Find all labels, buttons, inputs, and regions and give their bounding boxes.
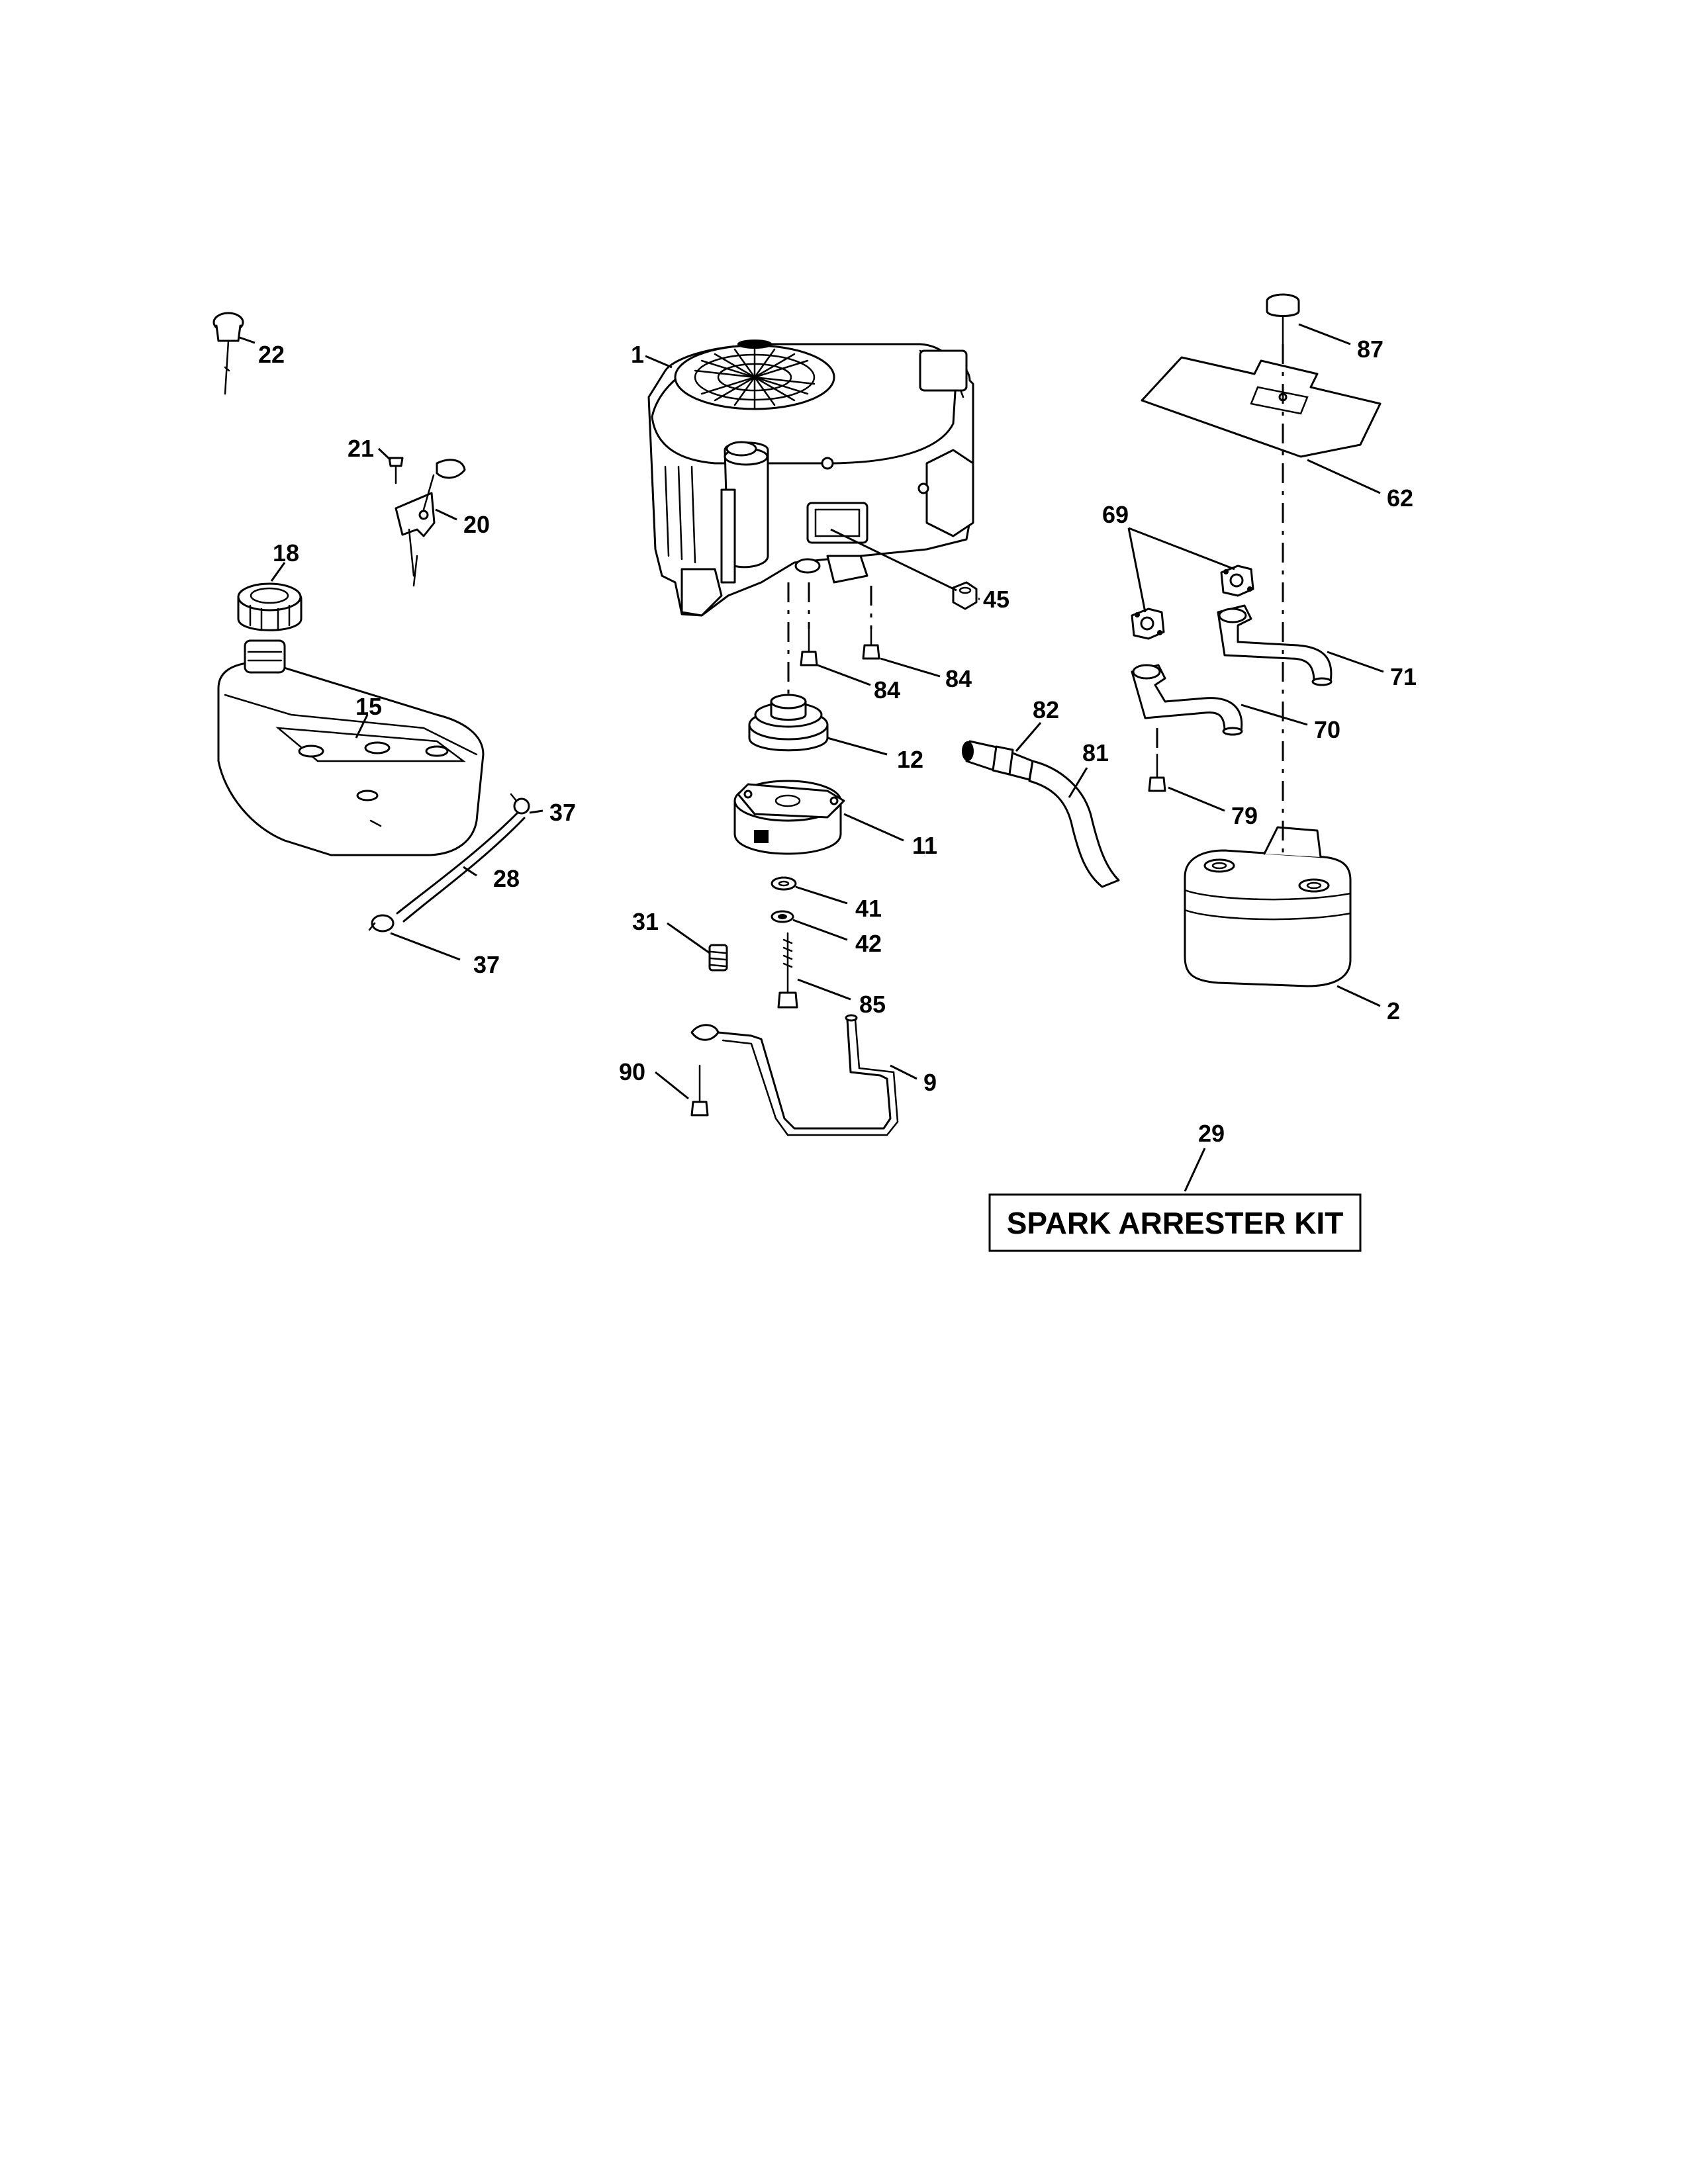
hose-clamp-37-bottom-part [368, 914, 395, 933]
callout-84-left: 84 [874, 676, 900, 704]
callout-69: 69 [1102, 501, 1129, 528]
callout-28: 28 [493, 865, 520, 892]
exhaust-pipe-70-part [1131, 664, 1243, 736]
washer-42-part [771, 910, 794, 923]
bolt-90-part [690, 1064, 709, 1116]
pulley-part [748, 694, 829, 752]
fitting-part [962, 740, 1034, 781]
callout-11: 11 [912, 832, 937, 859]
callout-labels: 22 1 21 20 18 15 37 28 37 45 84 84 12 11… [258, 336, 1417, 1147]
callout-71: 71 [1390, 663, 1417, 690]
bolt-84-left-part [800, 627, 818, 666]
callout-21: 21 [348, 435, 374, 462]
callout-90: 90 [619, 1058, 645, 1085]
heat-shield-part [1141, 356, 1382, 458]
callout-37-bottom: 37 [473, 951, 500, 978]
fuel-line-part [396, 811, 526, 923]
assembly-centerlines [787, 344, 1284, 854]
callout-70: 70 [1314, 716, 1340, 743]
screw-21-part [388, 457, 404, 484]
callout-85: 85 [859, 991, 886, 1018]
gasket-69-upper-part [1220, 565, 1254, 597]
throttle-control-part [395, 459, 466, 587]
callout-22: 22 [258, 341, 285, 368]
hose-clamp-37-top-part [510, 793, 530, 815]
leader-lines [239, 323, 1384, 1192]
exhaust-pipe-71-part [1217, 604, 1333, 686]
fuel-tank-part [217, 639, 485, 856]
gasket-69-lower-part [1131, 608, 1165, 640]
callout-79: 79 [1231, 802, 1258, 829]
bolt-84-right-part [862, 627, 880, 660]
callout-84-right: 84 [945, 665, 972, 692]
callout-12: 12 [897, 746, 923, 773]
callout-87: 87 [1357, 336, 1383, 363]
bracket-rod-part [690, 1014, 899, 1136]
fuel-cap-part [237, 582, 303, 631]
washer-41-part [771, 876, 797, 891]
bolt-87-part [1266, 293, 1300, 345]
callout-2: 2 [1387, 997, 1400, 1024]
callout-81: 81 [1082, 739, 1109, 766]
callout-82: 82 [1033, 696, 1059, 723]
callout-1: 1 [631, 341, 644, 368]
callout-29: 29 [1198, 1120, 1225, 1147]
hose-part [1028, 760, 1120, 888]
muffler-part [1184, 826, 1352, 987]
spark-arrester-kit-label: SPARK ARRESTER KIT [1007, 1206, 1344, 1240]
choke-knob-part [212, 312, 244, 395]
bolt-85-part [777, 932, 798, 1009]
callout-31: 31 [632, 908, 659, 935]
spacer-part [708, 944, 728, 972]
bolt-79-part [1148, 753, 1166, 792]
spark-arrester-kit-box: SPARK ARRESTER KIT [988, 1193, 1362, 1252]
callout-18: 18 [273, 539, 299, 567]
callout-9: 9 [923, 1069, 937, 1096]
callout-37-top: 37 [549, 799, 576, 826]
callout-15: 15 [355, 693, 382, 720]
callout-45: 45 [983, 586, 1009, 613]
callout-42: 42 [855, 930, 882, 957]
callout-62: 62 [1387, 484, 1413, 512]
callout-41: 41 [855, 895, 882, 922]
callout-20: 20 [463, 511, 490, 538]
nut-part [952, 581, 978, 610]
engine-part [647, 340, 974, 617]
clutch-part [733, 780, 845, 855]
